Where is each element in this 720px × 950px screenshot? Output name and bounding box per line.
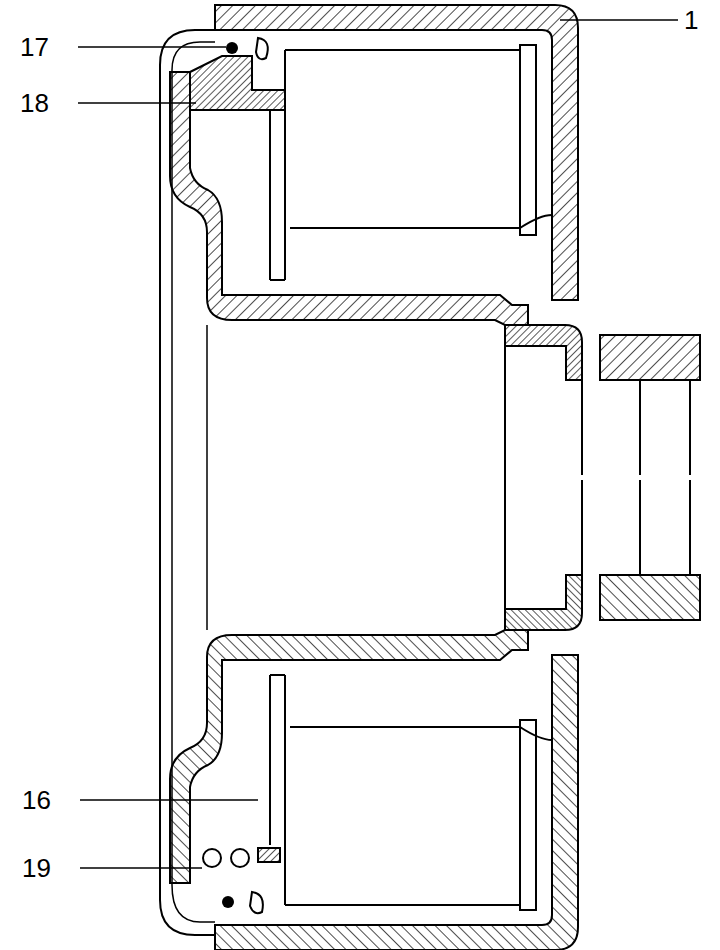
callout-number: 17 [20, 34, 49, 60]
callout-number: 19 [22, 855, 51, 881]
callout-number: 1 [684, 7, 698, 33]
callout-number: 18 [20, 90, 49, 116]
callout-number: 16 [22, 787, 51, 813]
